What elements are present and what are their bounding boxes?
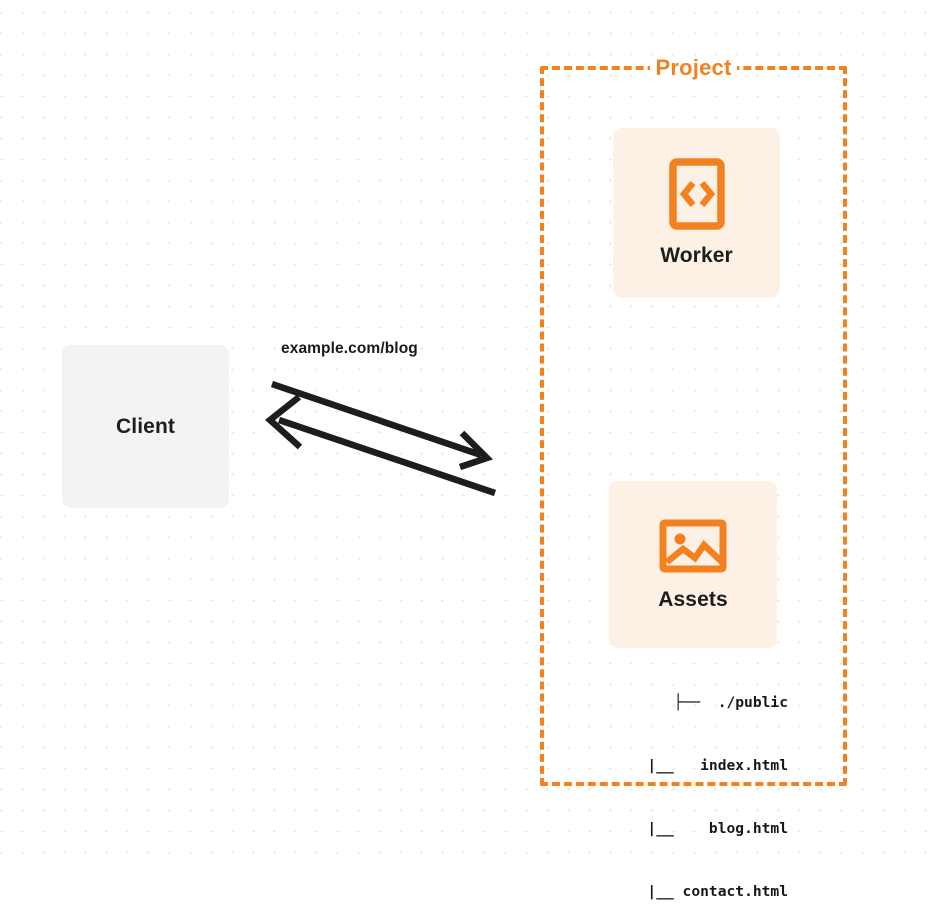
assets-node[interactable]: Assets <box>609 481 777 648</box>
file-tree-row: |__ contact.html <box>629 883 788 900</box>
arrow-client-to-project <box>270 380 494 471</box>
client-node[interactable]: Client <box>62 345 229 508</box>
project-group-title: Project <box>649 55 738 81</box>
diagram-canvas <box>0 0 938 860</box>
file-tree-row: ├── ./public <box>673 694 788 711</box>
arrow-project-to-client <box>264 394 497 497</box>
image-icon <box>659 518 727 574</box>
connector-arrows <box>264 380 497 497</box>
asset-file-tree: ├── ./public |__ index.html |__ blog.htm… <box>588 650 788 923</box>
worker-node-label: Worker <box>660 244 733 267</box>
file-tree-row: |__ blog.html <box>629 820 788 837</box>
file-tree-row: |__ index.html <box>629 757 788 774</box>
worker-node[interactable]: Worker <box>613 128 780 298</box>
project-group: Project <box>540 55 847 786</box>
request-url-label: example.com/blog <box>281 340 418 357</box>
client-node-label: Client <box>116 414 175 438</box>
assets-node-label: Assets <box>658 587 728 611</box>
code-brackets-icon <box>668 158 725 230</box>
